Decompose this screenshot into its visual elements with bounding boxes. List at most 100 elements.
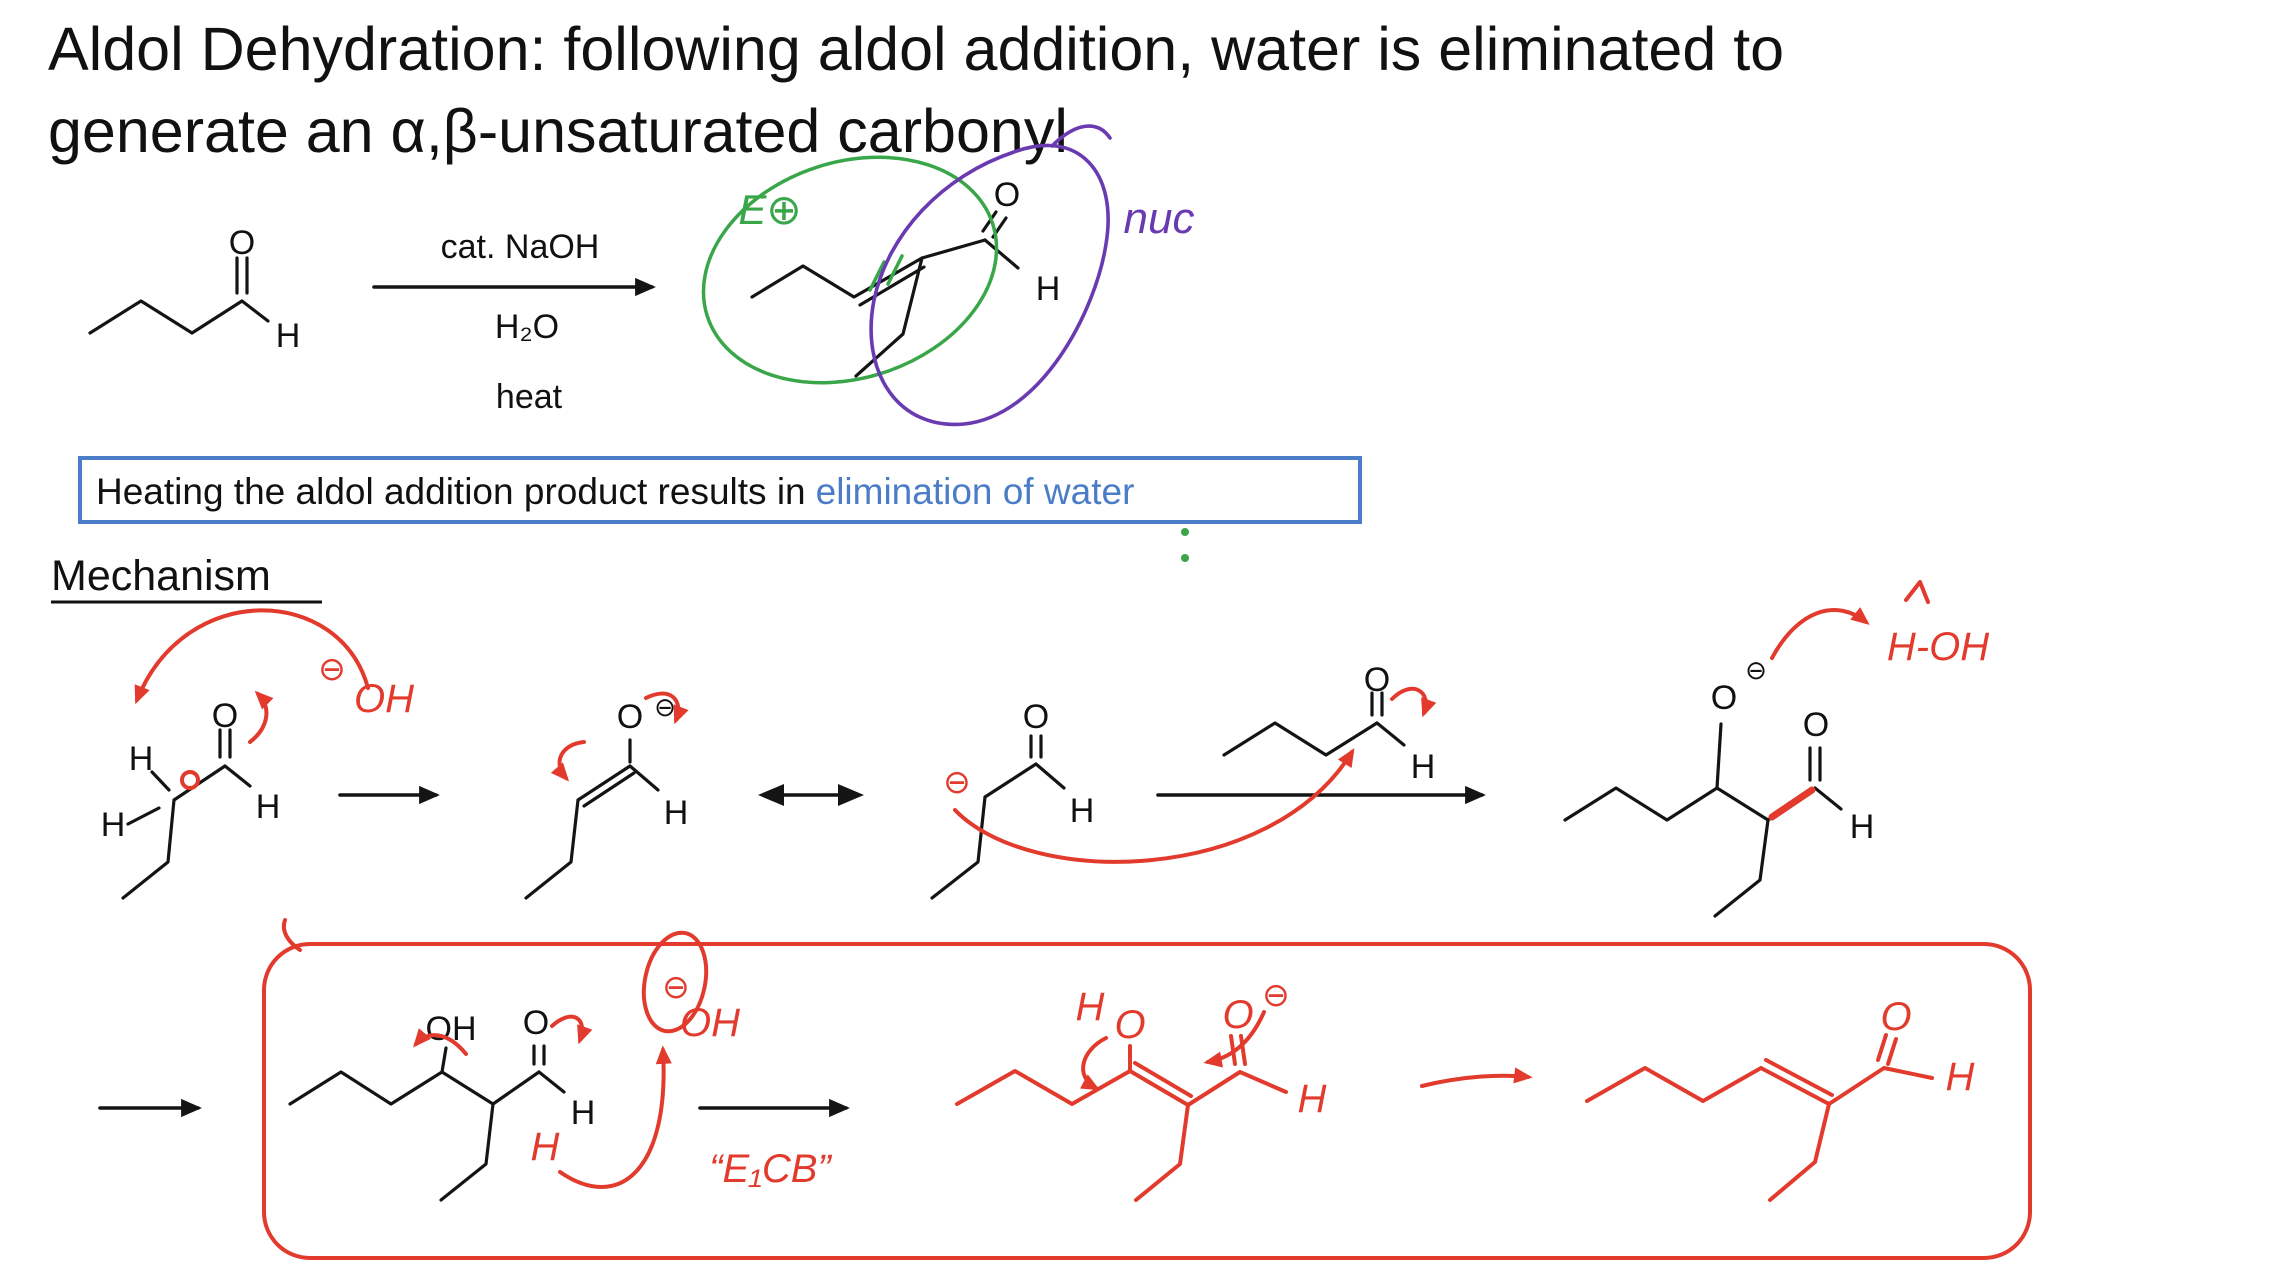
circled-minus: ⊖	[654, 692, 676, 722]
green-dot	[1181, 528, 1189, 536]
condition-naoh: cat. NaOH	[441, 228, 600, 266]
curved-arrow-leaving-group	[1080, 1036, 1108, 1091]
green-dot	[1181, 554, 1189, 562]
enolate-double-bond	[582, 771, 636, 808]
enolate-o-label: O	[1222, 993, 1253, 1037]
purple-circle	[869, 143, 1110, 427]
carbonyl-double-bond	[1876, 1033, 1898, 1066]
curved-arrow-deprotonation	[558, 1045, 672, 1189]
carbonyl-double-bond	[218, 728, 232, 759]
skeleton-bonds	[930, 762, 1066, 900]
reaction-arrow-group: cat. NaOH H₂O heat	[372, 228, 656, 416]
curved-arrow-oxygen	[644, 691, 689, 725]
green-circle	[701, 155, 999, 385]
enolate-structure: O ⊖ H	[524, 691, 689, 900]
electrophile-annotation: E⊕	[701, 155, 1189, 562]
aldehyde-h-label: H	[256, 788, 281, 826]
electrophile-label: E⊕	[738, 186, 801, 233]
carbonyl-double-bond	[235, 256, 249, 295]
skeleton-bonds	[288, 1046, 566, 1202]
skeleton-bonds	[1222, 721, 1406, 757]
condition-water: H₂O	[495, 308, 559, 346]
nucleophile-label: nuc	[1124, 194, 1195, 243]
water-label: H-OH	[1887, 625, 1989, 669]
circled-minus: ⊖	[1745, 655, 1767, 685]
aldehyde-h-label: H	[1850, 808, 1875, 846]
curved-arrow-hydroxyl	[413, 1028, 468, 1056]
curved-arrow-alkene	[550, 740, 586, 782]
aldehyde-h-label: H	[571, 1094, 596, 1132]
alpha-h-label: H	[101, 806, 126, 844]
alkene-second-line	[1133, 1061, 1193, 1098]
carbanion-minus: ⊖	[943, 763, 971, 800]
aldehyde-h-label: H	[1298, 1077, 1327, 1121]
resonance-arrowhead-right	[838, 784, 864, 806]
oxygen-label: O	[617, 698, 643, 736]
oxygen-label: O	[994, 176, 1020, 214]
butanal-starting-material: O H	[88, 224, 301, 355]
condition-heat: heat	[496, 378, 563, 416]
curved-arrow-attack	[953, 748, 1355, 864]
hydroxide-minus: ⊖	[318, 650, 346, 687]
green-slash-marks	[868, 254, 904, 292]
aldehyde-h-label: H	[1411, 748, 1436, 786]
aldehyde-h-label: H	[664, 794, 689, 832]
hydroxyl-o-label: O	[1114, 1003, 1145, 1047]
callout-box-group: Heating the aldol addition product resul…	[78, 456, 1362, 524]
alpha-h-red-label: H	[531, 1125, 560, 1169]
red-caret	[1904, 580, 1930, 604]
oxygen-label: O	[229, 224, 255, 262]
carbonyl-double-bond	[1808, 746, 1822, 782]
callout-text: Heating the aldol addition product resul…	[96, 471, 1134, 512]
oxygen-label: O	[1023, 698, 1049, 736]
red-box-tail	[281, 918, 302, 952]
red-box-outline	[262, 942, 2032, 1260]
callout-pre: Heating the aldol addition product resul…	[96, 471, 806, 512]
curved-arrow-carbonyl	[550, 1014, 593, 1045]
aldehyde-h-label: H	[276, 317, 301, 355]
callout-highlight: elimination of water	[816, 471, 1135, 512]
oxygen-label: O	[212, 697, 238, 735]
electrophile-butanal-structure: O H	[953, 661, 1437, 864]
aldehyde-h-label: H	[1946, 1055, 1975, 1099]
enal-product-structure: O H	[750, 176, 1061, 378]
enal-final-product-structure: O H	[1585, 995, 1975, 1202]
red-step-arrow	[1420, 1067, 1533, 1088]
aldol-product-structure: OH O H H	[288, 1004, 672, 1202]
aldehyde-h-label: H	[1036, 270, 1061, 308]
alkene-second-line	[1764, 1058, 1834, 1097]
hydroxide-minus: ⊖	[662, 968, 690, 1005]
new-bond-highlight	[1768, 786, 1816, 821]
hydroxide-label: OH	[354, 677, 414, 721]
enolate-minus: ⊖	[1262, 976, 1290, 1013]
e1cb-label: “E₁CB”	[709, 1147, 832, 1191]
aldehyde-h-label: H	[1070, 792, 1095, 830]
alkoxide-oxygen-label: O	[1711, 679, 1737, 717]
alpha-h-label: H	[129, 740, 154, 778]
resonance-arrow	[758, 784, 864, 806]
oxygen-label: O	[1364, 661, 1390, 699]
skeleton-bonds	[88, 299, 270, 335]
oxygen-label: O	[1880, 995, 1911, 1039]
carbonyl-oxygen-label: O	[1803, 706, 1829, 744]
hydroxide-base-annotation: ⊖ OH	[641, 930, 740, 1045]
carbonyl-double-bond	[1029, 734, 1043, 759]
curved-arrow-carbonyl	[248, 690, 274, 744]
title-line-2: generate an α,β-unsaturated carbonyl	[48, 97, 1068, 165]
red-loop	[641, 930, 709, 1034]
alkene-second-line	[858, 265, 926, 307]
purple-hook	[1050, 124, 1112, 148]
skeleton-bonds	[524, 738, 660, 900]
carbonyl-double-bond	[532, 1044, 546, 1066]
skeleton-bonds	[955, 1044, 1288, 1202]
alpha-position-mark	[180, 770, 200, 790]
callout-border	[78, 456, 1362, 524]
mechanism-heading: Mechanism	[51, 552, 271, 600]
e1cb-elimination-structure: H O O ⊖ H	[955, 976, 1327, 1202]
alkoxide-product-structure: O O ⊖ H H-OH	[1563, 580, 1989, 918]
oxygen-label: O	[523, 1004, 549, 1042]
curved-arrow-enolate-push	[1203, 1010, 1266, 1068]
step1-butanal-structure: O H H H ⊖ OH	[101, 608, 414, 900]
